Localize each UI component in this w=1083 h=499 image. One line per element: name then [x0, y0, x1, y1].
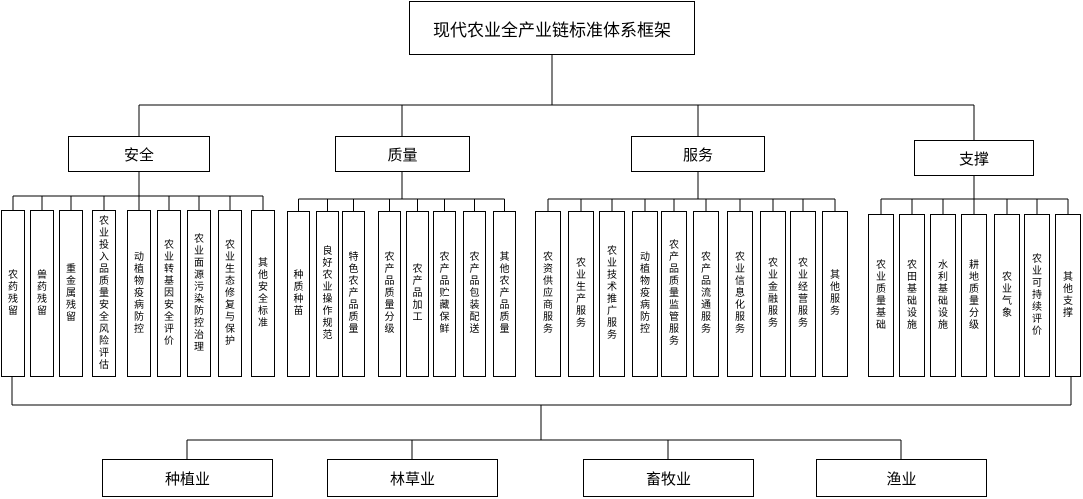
- standard-item: 水利基础设施: [930, 214, 956, 377]
- diagram-title: 现代农业全产业链标准体系框架: [409, 1, 695, 55]
- standard-item-label: 农药残留: [8, 269, 18, 317]
- standard-item-label: 其他服务: [830, 270, 840, 317]
- category-service: 服务: [631, 136, 765, 172]
- standard-item: 农产品流通服务: [693, 211, 719, 377]
- standard-item: 农产品质量分级: [378, 211, 401, 377]
- standard-item: 农业生态修复与保护: [218, 210, 242, 377]
- standard-item-label: 种质种苗: [293, 270, 304, 317]
- standard-item-label: 特色农产品质量: [348, 252, 359, 335]
- standard-item-label: 农产品包装配送: [469, 252, 480, 335]
- industry-animal-husbandry: 畜牧业: [583, 459, 754, 497]
- standard-item-label: 农业生态修复与保护: [225, 239, 235, 347]
- standard-item-label: 动植物疫病防控: [640, 252, 650, 335]
- standard-item: 动植物疫病防控: [127, 210, 151, 377]
- standard-item: 农药残留: [1, 210, 25, 377]
- standard-item: 农业投入品质量安全风险评估: [92, 210, 116, 377]
- standard-item-label: 农业信息化服务: [735, 252, 745, 335]
- standard-item-label: 农产品质量监管服务: [669, 240, 679, 347]
- standard-item-label: 水利基础设施: [938, 259, 948, 331]
- standard-item: 特色农产品质量: [342, 211, 365, 377]
- standard-item-label: 农田基础设施: [907, 259, 917, 331]
- standard-item-label: 农产品加工: [412, 264, 423, 323]
- standard-item: 种质种苗: [287, 211, 310, 377]
- standard-item-label: 农产品贮藏保鲜: [439, 252, 450, 335]
- standard-item-label: 其他农产品质量: [499, 252, 510, 335]
- standard-item-label: 农业气象: [1002, 271, 1012, 319]
- industry-fishery: 渔业: [816, 459, 987, 497]
- standard-item-label: 农业金融服务: [768, 258, 778, 329]
- standard-item: 耕地质量分级: [961, 214, 987, 377]
- standard-item: 农业质量基础: [868, 214, 894, 377]
- standard-item: 农产品质量监管服务: [661, 211, 687, 377]
- standard-item: 农业金融服务: [760, 211, 786, 377]
- standard-item: 其他服务: [822, 211, 848, 377]
- standard-item: 动植物疫病防控: [632, 211, 658, 377]
- standard-item-label: 农业转基因安全评价: [164, 239, 174, 347]
- standard-item-label: 重金属残留: [66, 263, 76, 323]
- standard-item: 农业可持续评价: [1024, 214, 1050, 377]
- standard-item-label: 农业可持续评价: [1032, 253, 1042, 337]
- standard-item: 农业面源污染防控治理: [187, 210, 211, 377]
- standard-item: 农业气象: [994, 214, 1020, 377]
- category-safety: 安全: [68, 136, 210, 172]
- standard-item: 农产品加工: [406, 211, 429, 377]
- standard-item-label: 农业经营服务: [798, 258, 808, 329]
- industry-forestry-grassland: 林草业: [327, 459, 498, 497]
- standard-item-label: 其他支撑: [1063, 271, 1073, 319]
- standard-item-label: 农产品质量分级: [384, 252, 395, 335]
- standard-item-label: 其他安全标准: [258, 257, 268, 329]
- standard-item: 农田基础设施: [899, 214, 925, 377]
- standard-item: 农业技术推广服务: [599, 211, 625, 377]
- standard-item-label: 农业生产服务: [576, 258, 586, 329]
- standard-item-label: 良好农业操作规范: [322, 246, 333, 341]
- standard-item: 农业经营服务: [790, 211, 816, 377]
- standard-item-label: 兽药残留: [37, 269, 47, 317]
- standard-item-label: 农资供应商服务: [543, 252, 553, 335]
- standard-item-label: 动植物疫病防控: [134, 251, 144, 335]
- standard-item: 农产品贮藏保鲜: [433, 211, 456, 377]
- standard-item-label: 农业技术推广服务: [607, 246, 617, 341]
- standard-item-label: 农业质量基础: [876, 259, 886, 331]
- category-quality: 质量: [335, 136, 470, 172]
- standard-item-label: 农业投入品质量安全风险评估: [99, 215, 109, 371]
- category-support: 支撑: [914, 140, 1034, 176]
- standard-item-label: 耕地质量分级: [969, 259, 979, 331]
- standard-item: 农资供应商服务: [535, 211, 561, 377]
- standard-item: 重金属残留: [59, 210, 83, 377]
- standard-item: 农业信息化服务: [727, 211, 753, 377]
- standard-item: 农产品包装配送: [463, 211, 486, 377]
- standard-item: 其他支撑: [1055, 214, 1081, 377]
- standard-item: 其他安全标准: [251, 210, 275, 377]
- standard-item: 其他农产品质量: [493, 211, 516, 377]
- standard-item: 兽药残留: [30, 210, 54, 377]
- standard-item: 农业转基因安全评价: [157, 210, 181, 377]
- standard-item-label: 农产品流通服务: [701, 252, 711, 335]
- industry-planting: 种植业: [102, 459, 273, 497]
- standard-item-label: 农业面源污染防控治理: [194, 233, 204, 353]
- standard-item: 良好农业操作规范: [316, 211, 339, 377]
- standard-item: 农业生产服务: [568, 211, 594, 377]
